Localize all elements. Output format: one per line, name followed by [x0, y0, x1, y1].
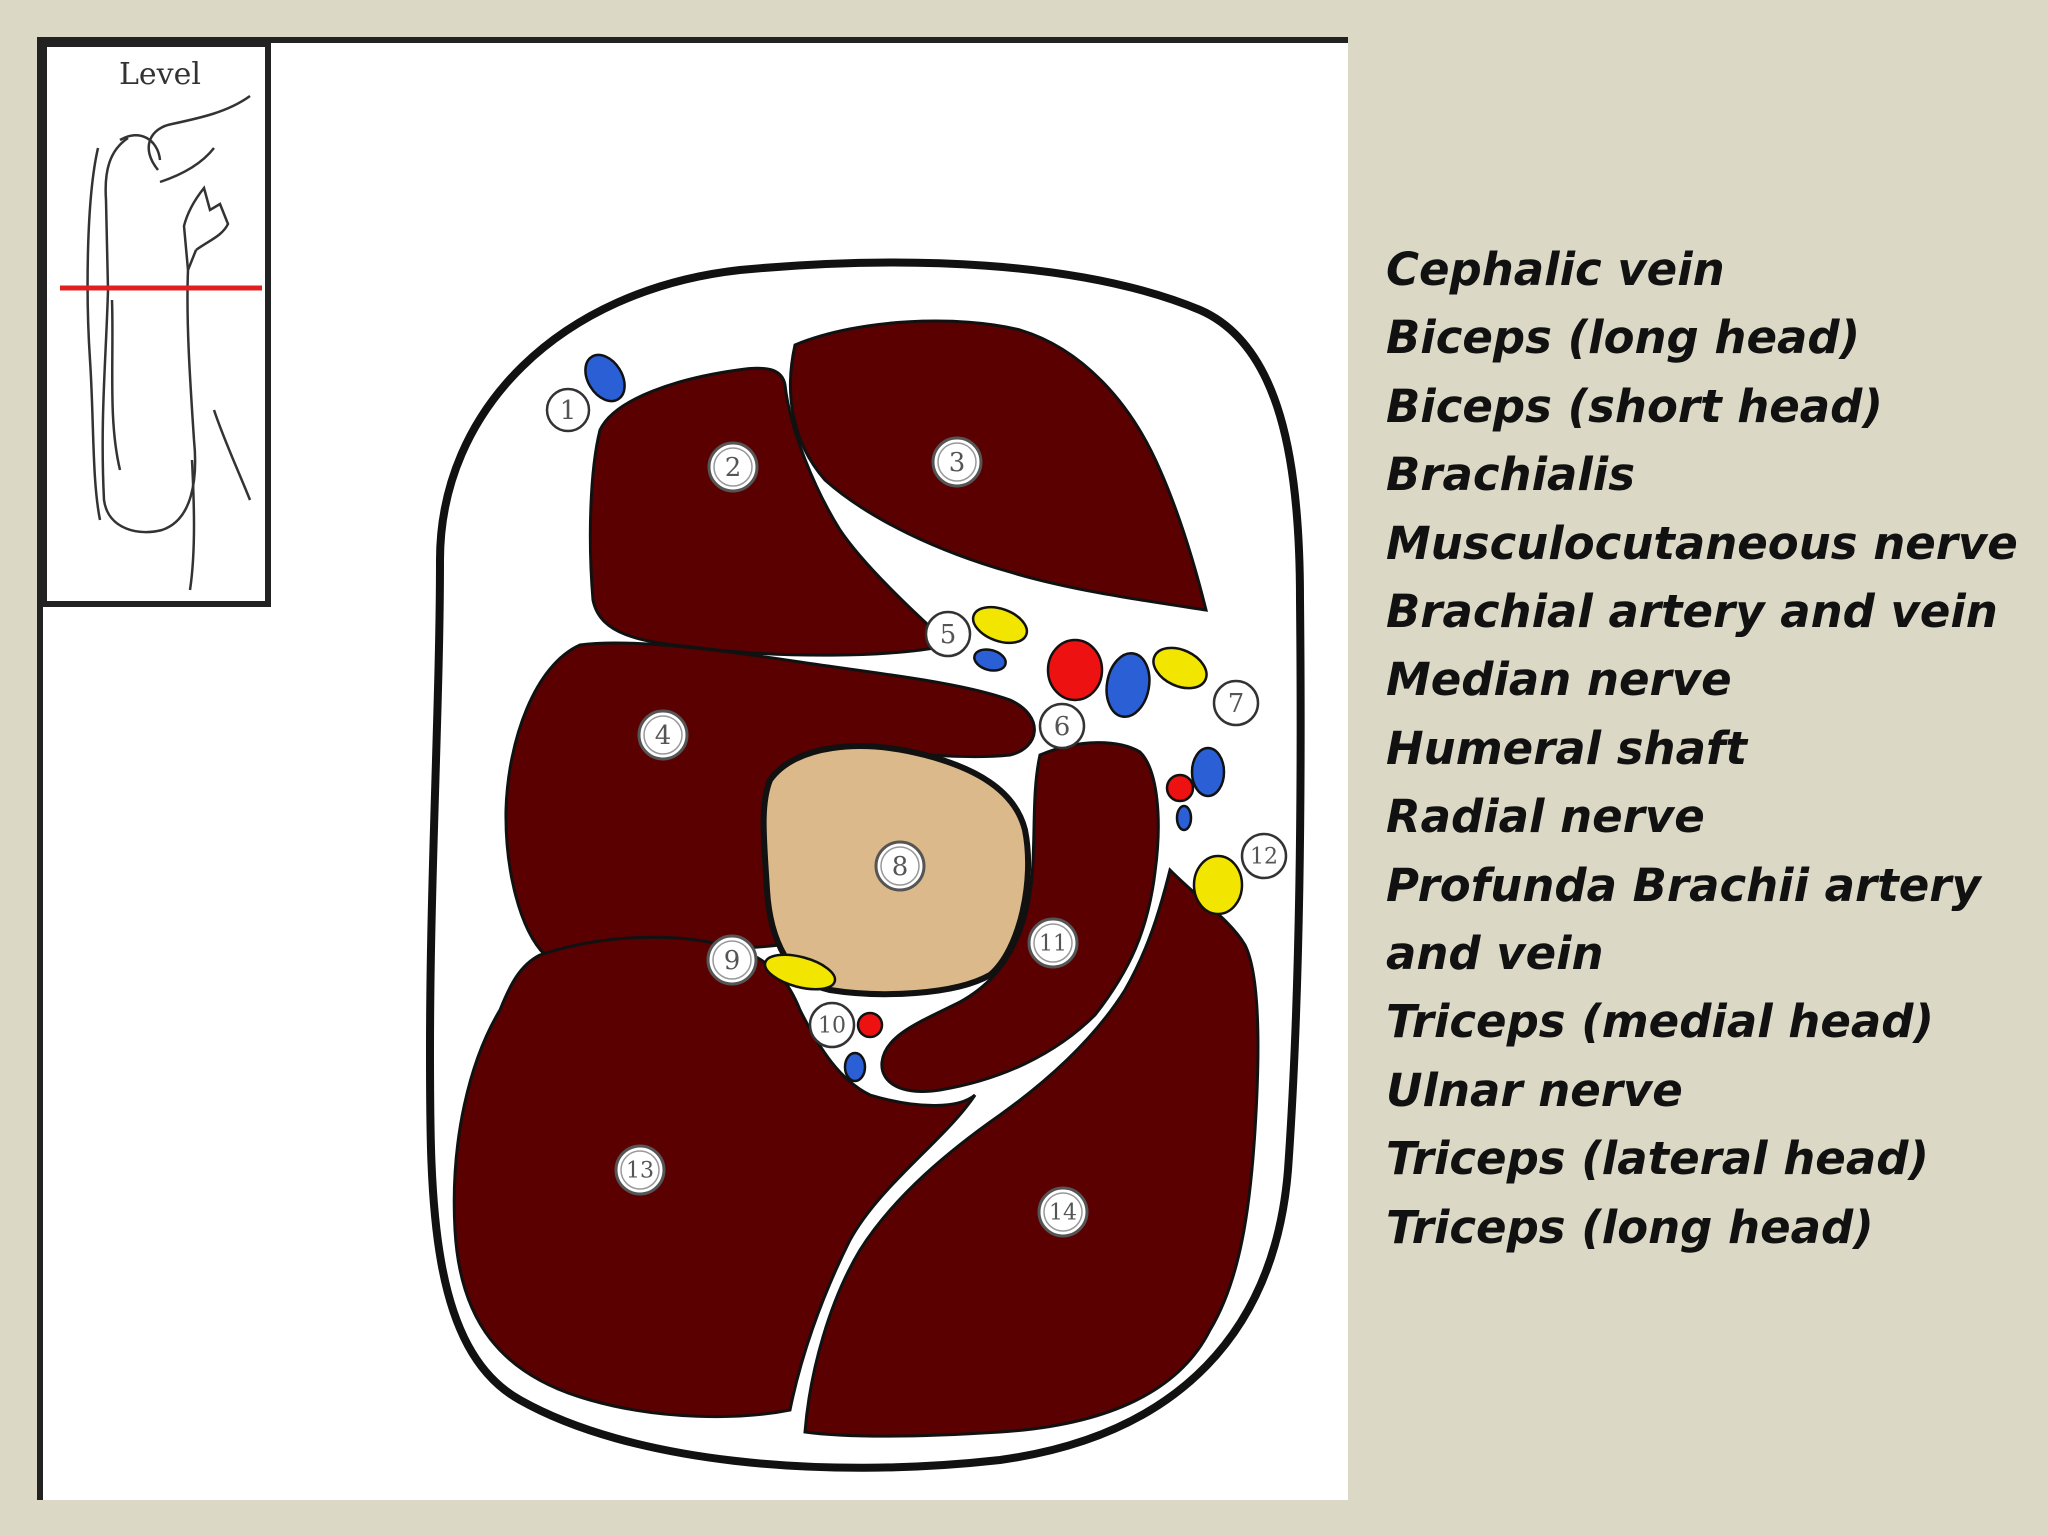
marker-9: 9 [706, 934, 758, 986]
marker-6: 6 [1038, 702, 1086, 750]
marker-1: 1 [545, 387, 591, 433]
cephalic-vein-shape [584, 353, 626, 403]
marker-6-text: 6 [1054, 712, 1071, 742]
brachial-artery-shape [1046, 638, 1104, 702]
legend-item-11: Triceps (medial head) [1386, 995, 1934, 1049]
ulnar-region-artery-shape [1165, 773, 1195, 803]
marker-2-text: 2 [725, 453, 742, 483]
marker-4-text: 4 [655, 721, 672, 751]
marker-3: 3 [931, 436, 983, 488]
marker-14-text: 14 [1049, 1201, 1077, 1226]
marker-1-text: 1 [560, 396, 577, 426]
musculocutaneous-nerve-shape [971, 605, 1029, 645]
legend-item-10: Profunda Brachii artery [1386, 858, 1981, 912]
legend-item-9: Radial nerve [1386, 790, 1705, 844]
marker-5: 5 [924, 610, 972, 658]
legend-item-8: Humeral shaft [1386, 721, 1748, 775]
profunda-brachii-vein-shape [843, 1051, 867, 1083]
brachial-vein-shape [1105, 652, 1151, 718]
marker-3-text: 3 [949, 448, 966, 478]
marker-10: 10 [808, 1001, 856, 1049]
legend-item-6: Brachial artery and vein [1386, 585, 1998, 639]
profunda-brachii-artery-shape [856, 1011, 884, 1039]
marker-2: 2 [707, 441, 759, 493]
marker-13: 13 [614, 1144, 666, 1196]
marker-12-text: 12 [1250, 845, 1278, 870]
marker-5-text: 5 [940, 620, 957, 650]
marker-9-text: 9 [724, 946, 741, 976]
muscle-triceps-medial-head [880, 741, 1160, 1093]
legend-item-10-cont: and vein [1386, 927, 1604, 981]
muscle-biceps-long-head [588, 366, 954, 657]
legend-item-3: Biceps (short head) [1386, 379, 1883, 433]
vessels-and-nerves [584, 353, 1244, 1083]
marker-11-text: 11 [1039, 932, 1067, 957]
level-inset: Level [41, 41, 271, 607]
legend-item-12: Ulnar nerve [1386, 1063, 1683, 1117]
legend-item-2: Biceps (long head) [1386, 311, 1861, 365]
median-nerve-shape [1152, 646, 1208, 690]
legend-item-14: Triceps (long head) [1386, 1200, 1874, 1254]
marker-8: 8 [874, 840, 926, 892]
marker-13-text: 13 [626, 1159, 654, 1184]
ulnar-region-small-vein-shape [1175, 804, 1193, 832]
marker-12: 12 [1240, 832, 1288, 880]
ulnar-nerve-shape [1192, 854, 1244, 916]
legend-item-7: Median nerve [1386, 653, 1732, 707]
ulnar-region-vein-shape [1190, 746, 1226, 798]
structure-legend: Cephalic vein Biceps (long head) Biceps … [1386, 236, 2026, 1262]
marker-7-text: 7 [1228, 689, 1245, 719]
marker-14: 14 [1037, 1186, 1089, 1238]
number-markers: 1 2 3 4 5 6 7 8 9 10 11 12 13 14 [545, 387, 1288, 1238]
legend-item-13: Triceps (lateral head) [1386, 1132, 1929, 1186]
marker-4: 4 [637, 709, 689, 761]
humerus-sketch [86, 94, 252, 591]
marker-7: 7 [1212, 679, 1260, 727]
muscle-biceps-short-head [788, 319, 1209, 612]
level-label: Level [119, 57, 201, 92]
marker-8-text: 8 [892, 852, 909, 882]
muscle-triceps-long-head [803, 867, 1260, 1438]
legend-item-5: Musculocutaneous nerve [1386, 516, 2018, 570]
legend-item-1: Cephalic vein [1386, 243, 1725, 296]
small-vein-5-shape [973, 648, 1007, 672]
legend-item-4: Brachialis [1386, 448, 1635, 502]
radial-nerve-shape [763, 953, 837, 991]
level-inset-frame [41, 41, 271, 607]
marker-10-text: 10 [818, 1014, 846, 1039]
marker-11: 11 [1027, 917, 1079, 969]
muscle-triceps-lateral-head [452, 935, 977, 1419]
muscles [452, 319, 1260, 1438]
